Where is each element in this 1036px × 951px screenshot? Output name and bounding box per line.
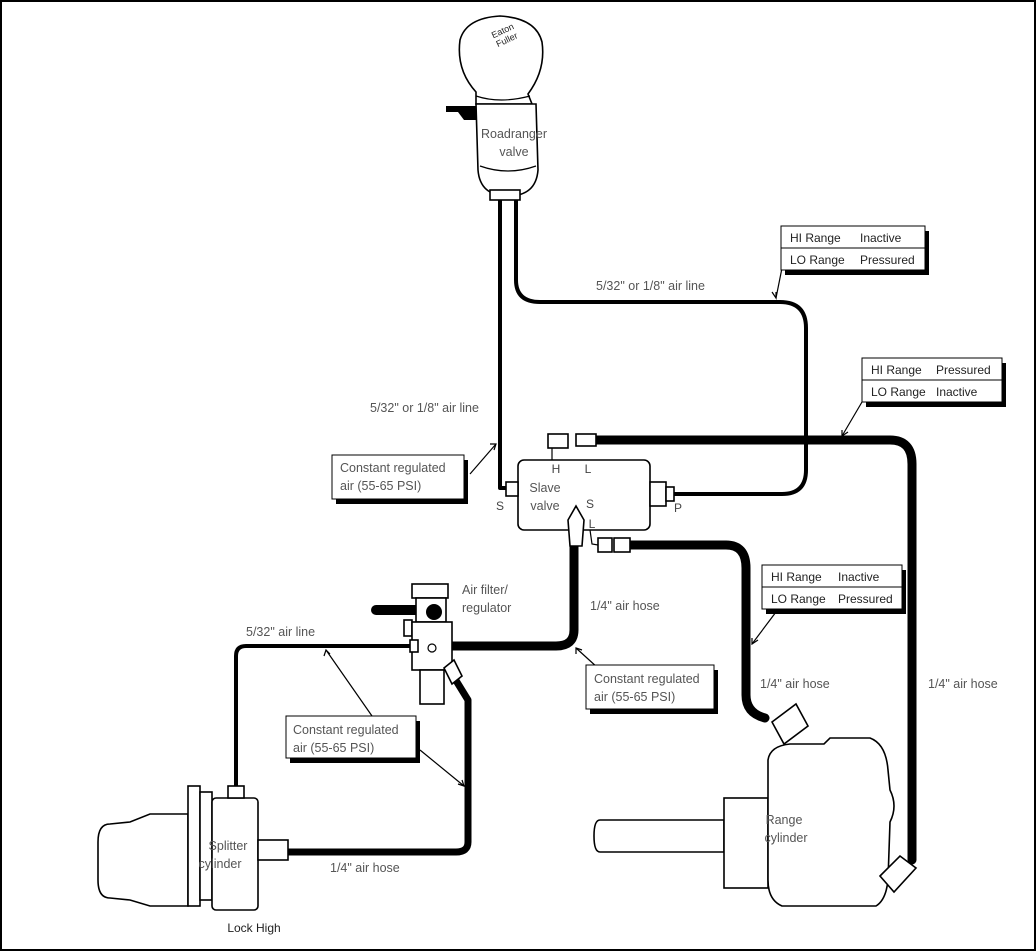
box3-row1-state: Inactive bbox=[838, 570, 880, 584]
slave-valve-label-line1: Slave bbox=[529, 481, 560, 495]
constant-2-line2: air (55-65 PSI) bbox=[594, 690, 675, 704]
leader-constant-3b bbox=[419, 749, 465, 787]
constant-3-line1: Constant regulated bbox=[293, 723, 399, 737]
hose-slave-l-to-range bbox=[623, 540, 770, 723]
leader-box2 bbox=[841, 401, 863, 437]
box1-row1-state: Inactive bbox=[860, 231, 902, 245]
label-left-air-line: 5/32" or 1/8" air line bbox=[370, 401, 479, 415]
range-cylinder-label-line2: cylinder bbox=[764, 831, 807, 845]
slave-valve: Slave valve H L S S L P bbox=[496, 433, 682, 553]
label-hose-center: 1/4" air hose bbox=[590, 599, 660, 613]
box2-row1-state: Pressured bbox=[936, 363, 991, 377]
box2-row1-name: HI Range bbox=[871, 363, 922, 377]
label-splitter-air-line: 5/32" air line bbox=[246, 625, 315, 639]
range-cylinder: Range cylinder bbox=[593, 702, 918, 907]
leader-constant-3a bbox=[325, 649, 373, 717]
label-hose-right: 1/4" air hose bbox=[928, 677, 998, 691]
slave-port-s-bottom: S bbox=[586, 497, 594, 511]
label-hose-range: 1/4" air hose bbox=[760, 677, 830, 691]
slave-port-h: H bbox=[552, 462, 561, 476]
callout-constant-3: Constant regulated air (55-65 PSI) bbox=[285, 715, 420, 763]
air-filter-regulator: Air filter/ regulator bbox=[403, 583, 511, 705]
box1-row2-state: Pressured bbox=[860, 253, 915, 267]
air-line-roadranger-to-slave-s bbox=[498, 196, 510, 490]
constant-3-line2: air (55-65 PSI) bbox=[293, 741, 374, 755]
slave-port-l-top: L bbox=[585, 462, 592, 476]
splitter-label-line2: cylinder bbox=[198, 857, 241, 871]
leader-constant-1 bbox=[469, 443, 497, 475]
slave-port-p: P bbox=[674, 501, 682, 515]
constant-1-line1: Constant regulated bbox=[340, 461, 446, 475]
box2-row2-state: Inactive bbox=[936, 385, 978, 399]
range-cylinder-label-line1: Range bbox=[766, 813, 803, 827]
callout-box-3: HI Range Inactive LO Range Pressured bbox=[761, 564, 906, 614]
splitter-label-line1: Splitter bbox=[209, 839, 248, 853]
leader-box3 bbox=[751, 611, 777, 645]
air-filter-label-line2: regulator bbox=[462, 601, 511, 615]
air-filter-label-line1: Air filter/ bbox=[462, 583, 508, 597]
splitter-cylinder: Splitter cylinder Lock High bbox=[97, 785, 289, 935]
callout-box-1: HI Range Inactive LO Range Pressured bbox=[780, 225, 929, 275]
box2-row2-name: LO Range bbox=[871, 385, 926, 399]
roadranger-label-line2: valve bbox=[499, 145, 528, 159]
hose-slave-s-to-filter bbox=[445, 540, 579, 651]
box3-row2-state: Pressured bbox=[838, 592, 893, 606]
label-hose-splitter: 1/4" air hose bbox=[330, 861, 400, 875]
slave-port-s-left: S bbox=[496, 499, 504, 513]
constant-2-line1: Constant regulated bbox=[594, 672, 700, 686]
hose-slave-h-to-range bbox=[591, 435, 917, 865]
box1-row2-name: LO Range bbox=[790, 253, 845, 267]
callout-box-2: HI Range Pressured LO Range Inactive bbox=[861, 357, 1006, 407]
lock-high-label: Lock High bbox=[227, 921, 280, 935]
slave-valve-label-line2: valve bbox=[530, 499, 559, 513]
box3-row2-name: LO Range bbox=[771, 592, 826, 606]
hose-filter-to-splitter bbox=[284, 670, 472, 856]
box1-row1-name: HI Range bbox=[790, 231, 841, 245]
label-top-air-line: 5/32" or 1/8" air line bbox=[596, 279, 705, 293]
box3-row1-name: HI Range bbox=[771, 570, 822, 584]
air-line-roadranger-to-slave-p bbox=[514, 196, 808, 496]
leader-box1 bbox=[775, 267, 783, 299]
constant-1-line2: air (55-65 PSI) bbox=[340, 479, 421, 493]
roadranger-valve: Eaton Fuller Roadranger valve bbox=[446, 15, 547, 201]
line-labels: 5/32" or 1/8" air line 5/32" or 1/8" air… bbox=[246, 279, 998, 875]
callout-constant-2: Constant regulated air (55-65 PSI) bbox=[585, 664, 718, 714]
slave-port-l-bottom: L bbox=[589, 517, 596, 531]
roadranger-label-line1: Roadranger bbox=[481, 127, 547, 141]
callout-constant-1: Constant regulated air (55-65 PSI) bbox=[331, 454, 468, 504]
air-line-filter-to-splitter bbox=[234, 644, 412, 792]
